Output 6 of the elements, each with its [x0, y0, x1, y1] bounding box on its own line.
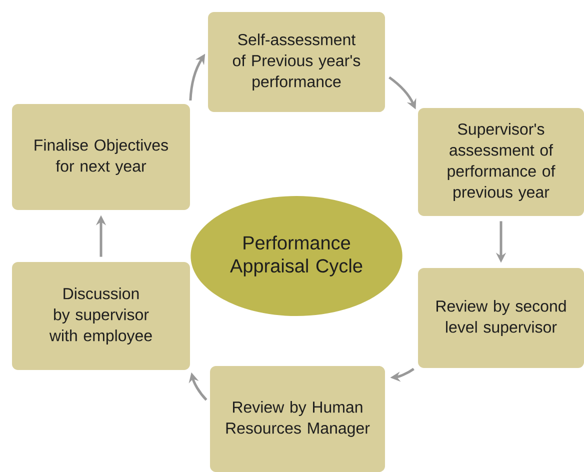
step-box: Review by Human Resources Manager [210, 366, 385, 472]
step-box: Supervisor's assessment of performance of previous year [418, 108, 584, 216]
step-box: Self-assessment of Previous year's performance [208, 12, 385, 112]
step-box: Discussion by supervisor with employee [12, 262, 190, 370]
step-box: Finalise Objectives for next year [12, 104, 190, 210]
step-box: Review by second level supervisor [418, 268, 584, 368]
